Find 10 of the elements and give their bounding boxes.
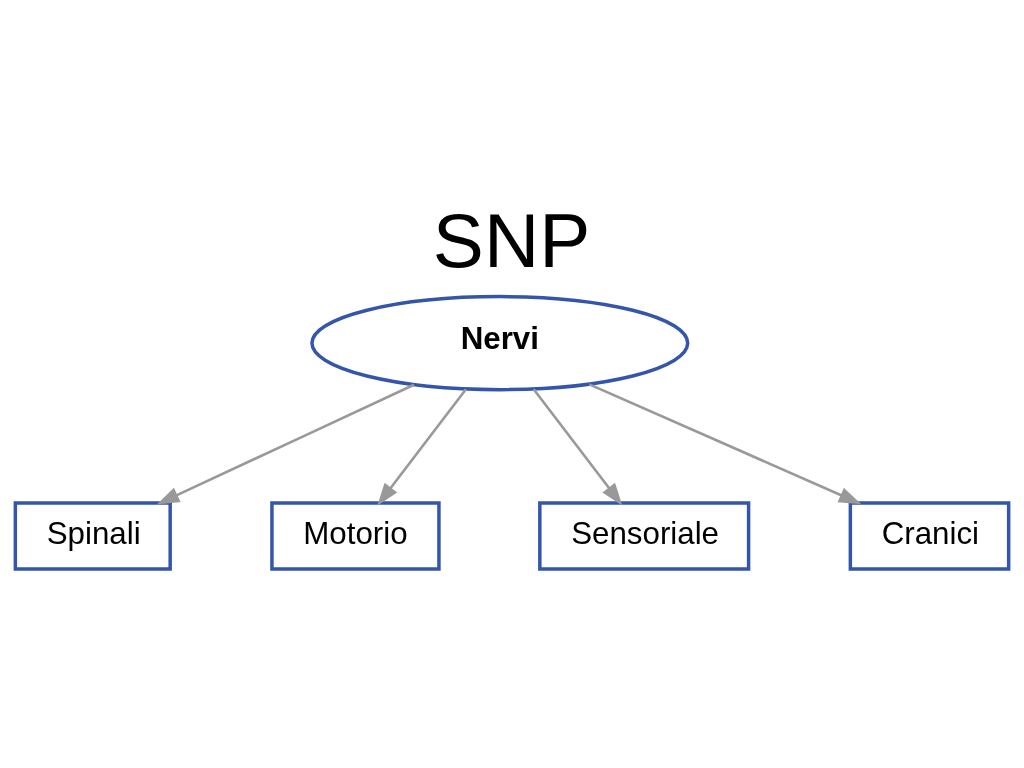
node-box: Sensoriale <box>538 501 751 571</box>
node-box: Spinali <box>13 501 172 571</box>
node-ellipse: Nervi <box>310 294 690 392</box>
arrow <box>377 388 467 506</box>
arrow <box>532 388 623 506</box>
node-box: Cranici <box>848 501 1011 571</box>
node-box: Motorio <box>270 501 441 571</box>
diagram-title: SNP <box>432 198 591 284</box>
arrow <box>156 383 415 505</box>
arrow <box>588 383 862 505</box>
